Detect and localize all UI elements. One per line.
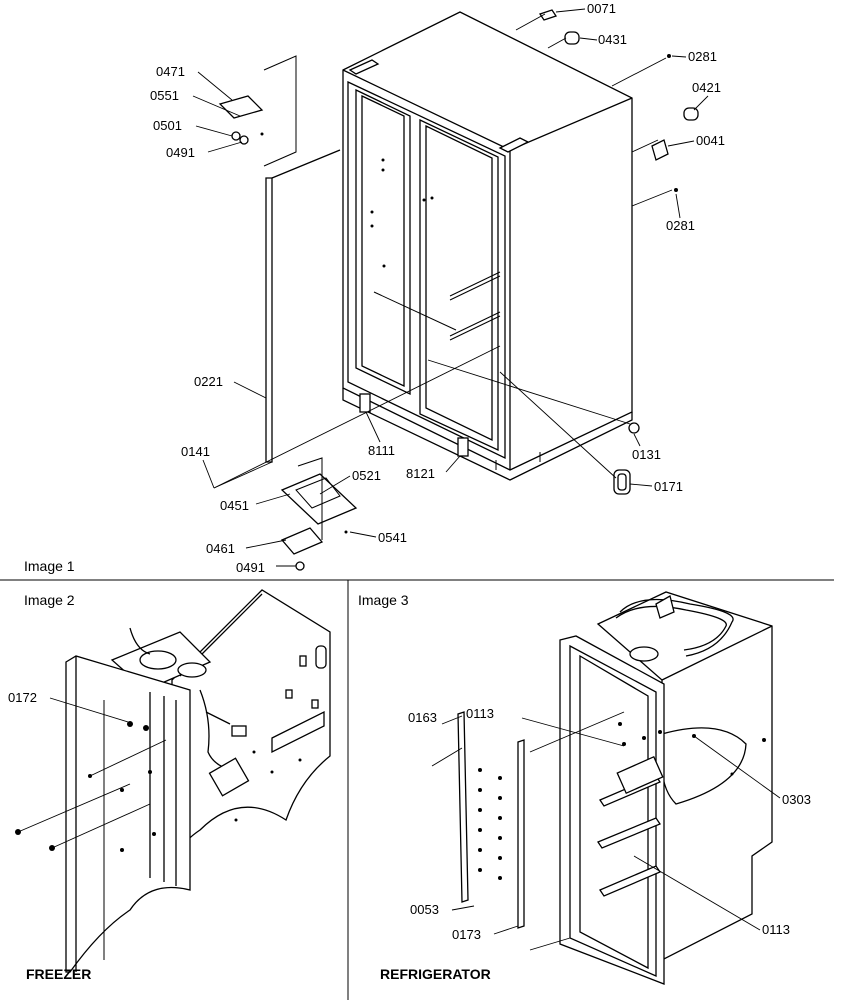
callout-0303: 0303	[782, 792, 811, 807]
image3-caption: Image 3	[358, 592, 409, 608]
callout-0281-top: 0281	[688, 49, 717, 64]
callout-0501: 0501	[153, 118, 182, 133]
image2-caption: Image 2	[24, 592, 75, 608]
callout-0491-top: 0491	[166, 145, 195, 160]
callout-0431: 0431	[598, 32, 627, 47]
image1-panel: 0071 0431 0281 0421 0041 0281 0471 0551 …	[24, 1, 725, 575]
image1-caption: Image 1	[24, 558, 75, 574]
callout-0113-top: 0113	[466, 706, 494, 721]
image2-title: FREEZER	[26, 966, 91, 982]
image3-panel: 0163 0113 0303 0053 0173 0113 Image 3 RE…	[358, 591, 811, 985]
callout-0173: 0173	[452, 927, 481, 942]
callout-0053: 0053	[410, 902, 439, 917]
callout-0163: 0163	[408, 710, 437, 725]
callout-0461: 0461	[206, 541, 235, 556]
callout-0521: 0521	[352, 468, 381, 483]
callout-0113-bottom: 0113	[762, 922, 790, 937]
callout-0131: 0131	[632, 447, 661, 462]
callout-0491-bottom: 0491	[236, 560, 265, 575]
callout-0071: 0071	[587, 1, 616, 16]
callout-0471: 0471	[156, 64, 185, 79]
callout-0221: 0221	[194, 374, 223, 389]
callout-0141: 0141	[181, 444, 210, 459]
callout-8121: 8121	[406, 466, 435, 481]
image2-panel: 0172 Image 2 FREEZER	[8, 589, 331, 982]
callout-0551: 0551	[150, 88, 179, 103]
callout-0541: 0541	[378, 530, 407, 545]
callout-8111: 8111	[368, 443, 395, 458]
callout-0171: 0171	[654, 479, 683, 494]
callout-0172: 0172	[8, 690, 37, 705]
callout-0451: 0451	[220, 498, 249, 513]
callout-0041: 0041	[696, 133, 725, 148]
image3-title: REFRIGERATOR	[380, 966, 491, 982]
callout-0421: 0421	[692, 80, 721, 95]
callout-0281-right: 0281	[666, 218, 695, 233]
